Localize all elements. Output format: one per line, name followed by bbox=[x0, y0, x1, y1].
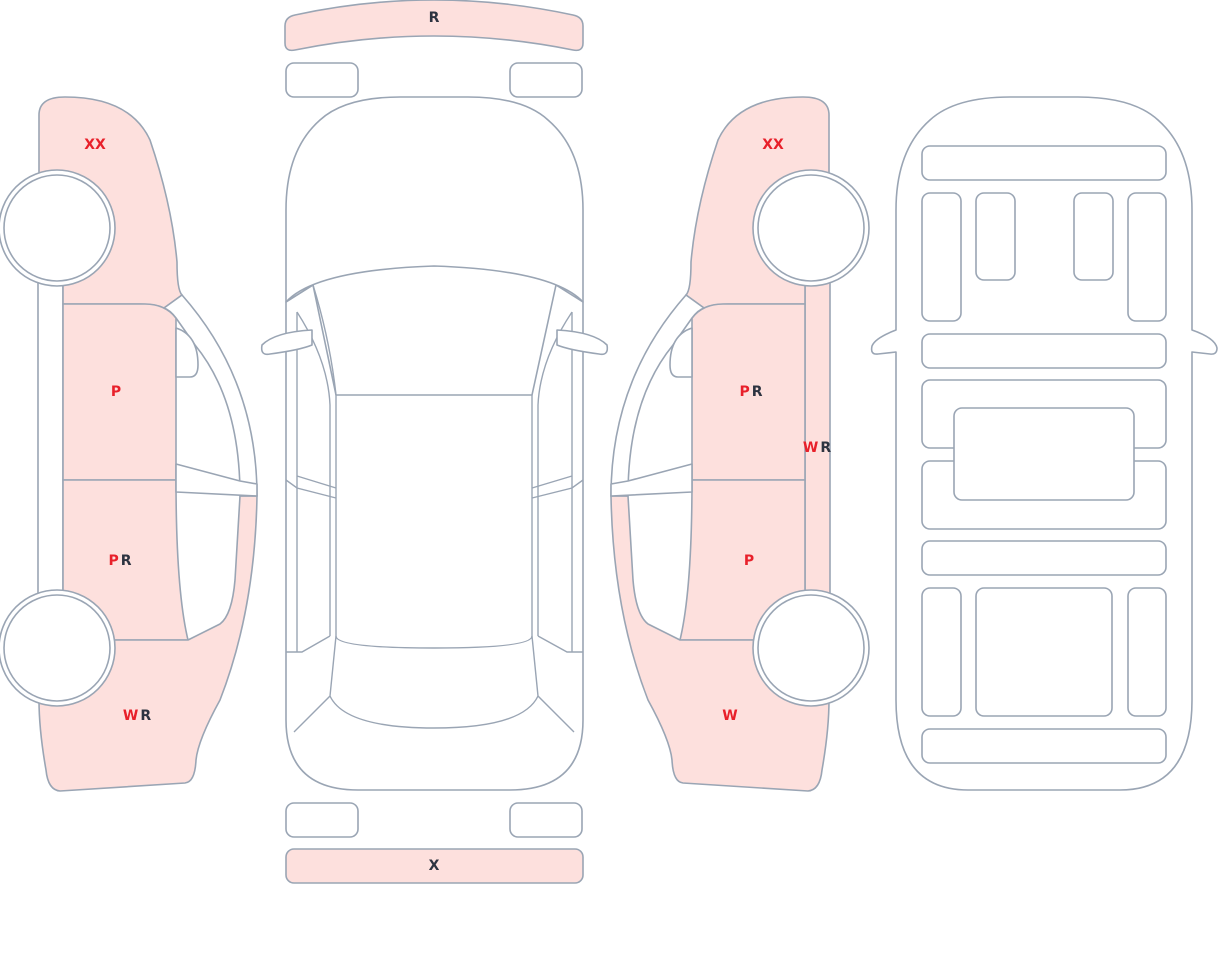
interior-part[interactable] bbox=[975, 192, 1016, 281]
rear-bumper[interactable] bbox=[284, 0, 584, 52]
rear-left-light[interactable] bbox=[285, 62, 359, 98]
left-rear-quarter[interactable] bbox=[38, 495, 258, 792]
left-b-pillar bbox=[175, 463, 258, 497]
damage-code: XX bbox=[762, 137, 784, 153]
rear-right-light[interactable] bbox=[509, 62, 583, 98]
damage-code: P bbox=[111, 384, 121, 400]
left-rear-wheel-inner bbox=[3, 594, 111, 702]
left-front-wheel-inner bbox=[3, 174, 111, 282]
damage-code: X bbox=[429, 858, 440, 874]
right-b-pillar bbox=[610, 463, 693, 497]
interior-part[interactable] bbox=[921, 587, 962, 717]
interior-part[interactable] bbox=[921, 540, 1167, 576]
interior-part[interactable] bbox=[953, 407, 1135, 501]
left-mirror-top bbox=[260, 329, 313, 356]
damage-code: P bbox=[744, 553, 754, 569]
right-front-wheel-inner bbox=[757, 174, 865, 282]
damage-code: W bbox=[722, 708, 737, 724]
interior-part[interactable] bbox=[921, 728, 1167, 764]
right-rear-wheel-inner bbox=[757, 594, 865, 702]
front-bumper[interactable] bbox=[285, 848, 584, 884]
front-left-light[interactable] bbox=[285, 802, 359, 838]
interior-part[interactable] bbox=[975, 587, 1113, 717]
interior-part[interactable] bbox=[1073, 192, 1114, 281]
left-a-pillar bbox=[163, 294, 258, 497]
right-rear-quarter[interactable] bbox=[610, 495, 830, 792]
interior-part[interactable] bbox=[1127, 192, 1167, 322]
interior-part[interactable] bbox=[921, 145, 1167, 181]
damage-code: XX bbox=[84, 137, 106, 153]
interior-part[interactable] bbox=[1127, 587, 1167, 717]
interior-part[interactable] bbox=[921, 333, 1167, 369]
interior-part[interactable] bbox=[921, 192, 962, 322]
top-view: R X bbox=[260, 0, 609, 884]
left-rocker-panel[interactable] bbox=[37, 279, 64, 601]
damage-code: R bbox=[429, 10, 440, 26]
interior-view bbox=[870, 96, 1218, 791]
body-top-outline bbox=[285, 96, 584, 791]
right-mirror bbox=[669, 327, 693, 378]
rear-window[interactable] bbox=[285, 265, 584, 396]
front-right-light[interactable] bbox=[509, 802, 583, 838]
left-mirror bbox=[175, 327, 199, 378]
right-a-pillar bbox=[610, 294, 705, 497]
right-mirror-top bbox=[556, 329, 609, 356]
